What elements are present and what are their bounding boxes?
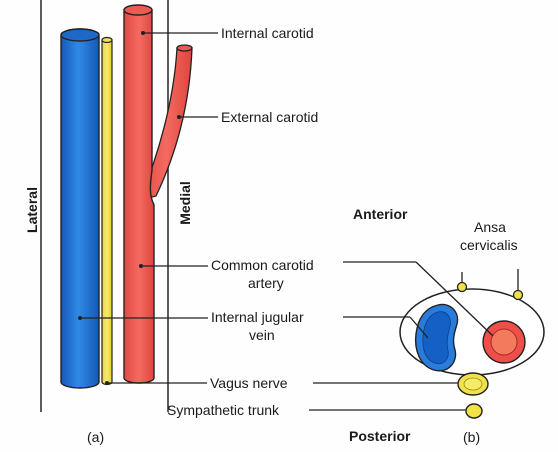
label-external-carotid: External carotid — [221, 109, 318, 125]
leader-dot-internal-carotid — [141, 31, 145, 35]
leader-common-carotid-b-diag — [415, 261, 494, 337]
label-common-carotid-artery: artery — [248, 275, 284, 291]
leader-dot-external-carotid — [177, 115, 181, 119]
panel-a: Lateral Medial Internal carotid External… — [24, 0, 318, 445]
posterior-label: Posterior — [349, 428, 411, 444]
vagus-cross-section-inner — [463, 377, 483, 391]
external-carotid-artery — [138, 47, 193, 201]
common-carotid-lumen — [490, 328, 518, 356]
common-carotid-artery — [123, 9, 155, 384]
external-carotid-top — [176, 44, 193, 52]
internal-carotid-top — [123, 4, 153, 16]
ansa-cervicalis-nerve-left — [456, 281, 468, 293]
leader-internal-jugular-b-diag — [409, 316, 429, 339]
label-internal-jugular: Internal jugular — [211, 309, 304, 325]
sympathetic-trunk-cross-section — [465, 403, 483, 419]
label-sympathetic-trunk: Sympathetic trunk — [167, 402, 280, 418]
panel-a-caption: (a) — [87, 429, 104, 445]
leader-dot-internal-jugular — [78, 316, 82, 320]
internal-jugular-vein-top — [60, 28, 100, 42]
label-vagus-nerve: Vagus nerve — [210, 375, 288, 391]
ansa-cervicalis-nerve-right — [512, 289, 524, 301]
label-internal-carotid: Internal carotid — [221, 25, 314, 41]
internal-jugular-vein — [60, 28, 100, 389]
leader-dot-common-carotid — [139, 264, 143, 268]
lateral-label: Lateral — [24, 187, 40, 233]
anterior-label: Anterior — [353, 206, 408, 222]
label-internal-jugular-vein: vein — [249, 327, 275, 343]
label-ansa: Ansa — [474, 219, 506, 235]
panel-b: Anterior Posterior Ansa cervicalis (b) — [343, 206, 545, 445]
vagus-nerve-top — [101, 36, 113, 44]
vagus-nerve — [101, 36, 113, 386]
leader-dot-vagus — [105, 381, 109, 385]
label-common-carotid: Common carotid — [211, 257, 314, 273]
label-ansa-cervicalis: cervicalis — [460, 237, 518, 253]
panel-b-caption: (b) — [463, 429, 480, 445]
medial-label: Medial — [177, 181, 193, 225]
